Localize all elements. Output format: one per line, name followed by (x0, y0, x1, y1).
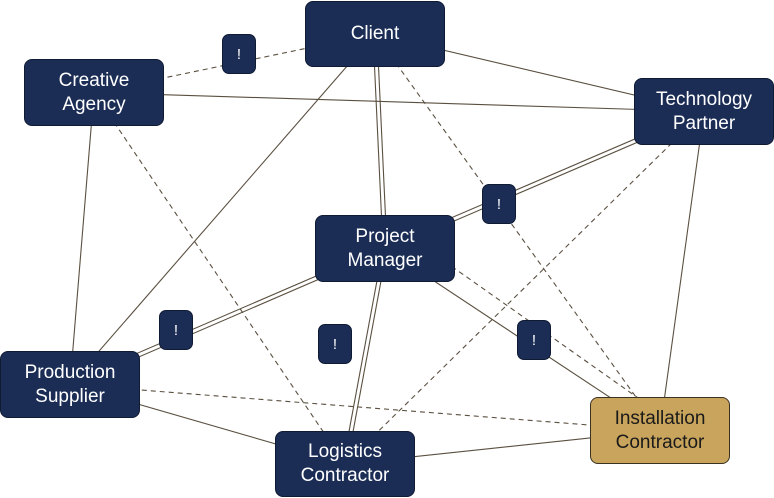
node-client[interactable]: Client (305, 1, 445, 67)
edge-client-to-project-manager-2 (372, 34, 384, 249)
edge-production-supplier-to-installation-contractor (69, 383, 661, 432)
node-logistics-contractor[interactable]: Logistics Contractor (275, 431, 415, 497)
edge-client-to-project-manager-1 (376, 33, 388, 249)
flag-badge-technology-project-manager[interactable]: ! (482, 184, 516, 224)
edge-project-manager-to-logistics-contractor-1 (346, 248, 388, 465)
flag-badge-project-manager-production[interactable]: ! (159, 310, 193, 350)
node-installation-contractor[interactable]: Installation Contractor (590, 397, 730, 464)
flag-badge-project-manager-installation[interactable]: ! (517, 320, 551, 360)
node-creative-agency[interactable]: Creative Agency (24, 59, 164, 126)
edge-creative-agency-to-production-supplier (69, 92, 95, 385)
edge-project-manager-to-logistics-contractor-2 (342, 248, 384, 464)
flag-badge-project-manager-logistics[interactable]: ! (318, 324, 352, 364)
edge-client-to-production-supplier (69, 33, 376, 385)
node-production-supplier[interactable]: Production Supplier (0, 351, 140, 418)
edge-client-to-installation-contractor (374, 33, 661, 431)
edge-technology-partner-to-installation-contractor (659, 111, 705, 431)
node-technology-partner[interactable]: Technology Partner (634, 78, 774, 145)
edge-creative-agency-to-technology-partner (93, 91, 705, 113)
flag-badge-client-creative-agency[interactable]: ! (222, 34, 256, 74)
edge-creative-agency-to-logistics-contractor (93, 92, 346, 465)
node-project-manager[interactable]: Project Manager (315, 215, 455, 282)
edge-technology-partner-to-logistics-contractor (344, 111, 705, 465)
